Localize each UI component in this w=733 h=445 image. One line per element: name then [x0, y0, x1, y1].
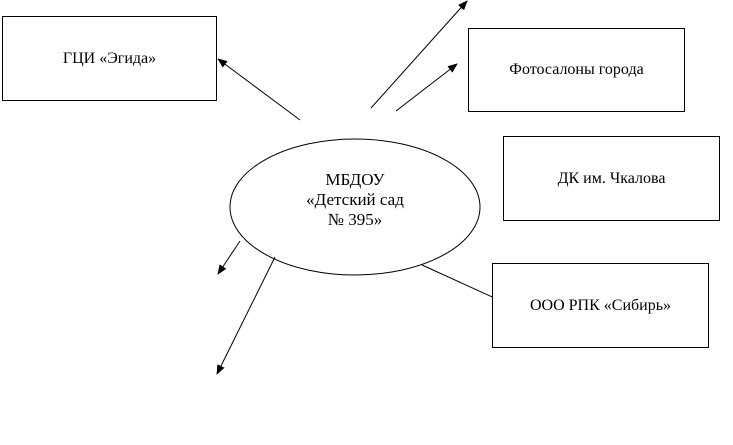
partner-label-rpk-sibir: ООО РПК «Сибирь» — [529, 296, 672, 314]
center-label-line-1: МБДОУ — [325, 170, 385, 189]
arrow-to-egida — [217, 58, 301, 121]
partner-box-photo-salons: Фотосалоны города — [468, 28, 685, 112]
partner-label-egida: ГЦИ «Эгида» — [62, 49, 157, 67]
partner-box-egida: ГЦИ «Эгида» — [2, 16, 217, 101]
partner-label-photo-salons: Фотосалоны города — [509, 61, 644, 78]
partner-box-rpk-sibir: ООО РПК «Сибирь» — [492, 263, 709, 348]
arrow-to-photo-salons — [395, 63, 458, 112]
arrow-to-bottom-left-long — [216, 256, 276, 375]
arrow-to-top-right — [370, 0, 468, 109]
arrow-to-bottom-left-short — [217, 240, 241, 275]
partner-box-dk-chkalova: ДК им. Чкалова — [503, 136, 720, 221]
center-node-ellipse — [229, 138, 481, 276]
partner-label-dk-chkalova: ДК им. Чкалова — [557, 169, 666, 187]
center-label-line-2: «Детский сад — [306, 190, 404, 209]
center-node-label: МБДОУ «Детский сад № 395» — [232, 170, 478, 230]
center-label-line-3: № 395» — [327, 210, 383, 229]
